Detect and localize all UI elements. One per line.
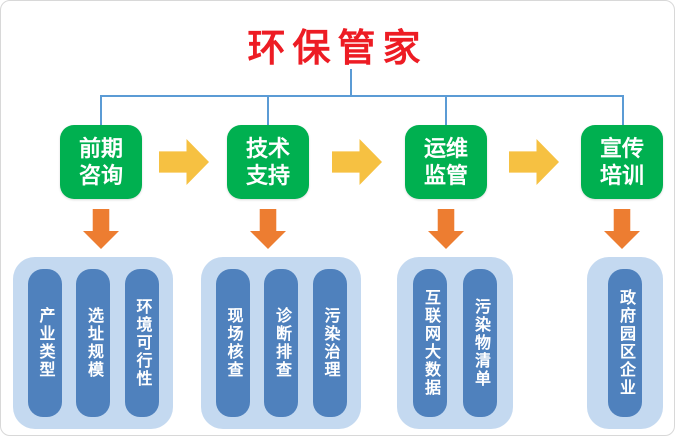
detail-pill-label: 污染物清单 xyxy=(472,298,489,388)
detail-pill: 政府园区企业 xyxy=(608,269,642,417)
detail-pill-label: 诊断排查 xyxy=(273,307,290,379)
detail-pill-label: 产业类型 xyxy=(36,307,54,379)
stage-label: 技术支持 xyxy=(245,135,290,189)
detail-pill: 污染物清单 xyxy=(463,269,497,417)
connector-stub-1 xyxy=(100,95,102,125)
down-arrow-icon xyxy=(83,209,119,249)
detail-pill-label: 现场核查 xyxy=(224,307,242,379)
detail-pill: 选址规模 xyxy=(76,269,110,417)
detail-pill-label: 污染治理 xyxy=(321,307,339,379)
detail-pill-label: 环境可行性 xyxy=(133,298,151,388)
connector-horizontal-line xyxy=(100,95,624,97)
right-arrow-icon xyxy=(159,139,209,185)
right-arrow-icon xyxy=(332,139,382,185)
page-title: 环保管家 xyxy=(247,28,428,70)
down-arrow-icon xyxy=(604,209,640,249)
detail-group-technical-support: 现场核查 诊断排查 污染治理 xyxy=(201,257,361,429)
connector-stub-4 xyxy=(622,95,624,125)
stage-box-early-consulting: 前期咨询 xyxy=(60,125,142,199)
detail-pill: 污染治理 xyxy=(312,269,347,417)
detail-group-early-consulting: 产业类型 选址规模 环境可行性 xyxy=(13,257,173,429)
connector-stub-3 xyxy=(445,95,447,125)
detail-pill-label: 政府园区企业 xyxy=(617,289,634,397)
stage-box-technical-support: 技术支持 xyxy=(227,125,309,199)
detail-pill: 产业类型 xyxy=(27,269,62,417)
connector-title-stub xyxy=(350,69,352,97)
detail-pill: 互联网大数据 xyxy=(413,269,447,417)
connector-stub-2 xyxy=(267,95,269,125)
detail-pill: 诊断排查 xyxy=(264,269,298,417)
detail-pill: 现场核查 xyxy=(215,269,250,417)
detail-pill-label: 互联网大数据 xyxy=(422,289,439,397)
detail-pill-label: 选址规模 xyxy=(85,307,102,379)
detail-pill: 环境可行性 xyxy=(124,269,159,417)
stage-label: 前期咨询 xyxy=(78,135,123,189)
detail-group-publicity-training: 政府园区企业 xyxy=(587,257,663,429)
stage-box-operation-supervision: 运维监管 xyxy=(405,125,487,199)
right-arrow-icon xyxy=(509,139,559,185)
down-arrow-icon xyxy=(428,209,464,249)
stage-box-publicity-training: 宣传培训 xyxy=(581,125,663,199)
down-arrow-icon xyxy=(250,209,286,249)
detail-group-operation-supervision: 互联网大数据 污染物清单 xyxy=(397,257,513,429)
stage-label: 宣传培训 xyxy=(599,135,644,189)
stage-label: 运维监管 xyxy=(423,135,468,189)
